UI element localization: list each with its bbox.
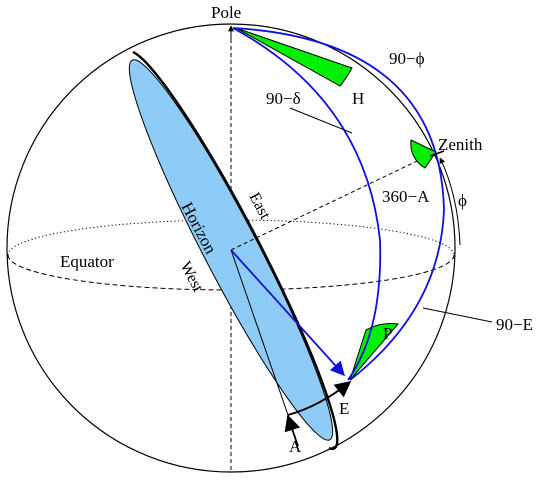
- label-coelevation: 90−E: [496, 315, 533, 334]
- celestial-sphere-outline: [6, 23, 456, 473]
- label-zenith: Zenith: [438, 135, 483, 154]
- hour-circle: [232, 27, 382, 381]
- zenith-radius-dashed: [230, 151, 437, 251]
- label-azimuth: A: [289, 437, 302, 456]
- label-codeclination: 90−δ: [266, 89, 301, 108]
- label-pole: Pole: [211, 3, 241, 22]
- azimuth-arc: [284, 414, 301, 447]
- leader-codeclination: [289, 107, 353, 134]
- latitude-arc: [439, 157, 461, 246]
- equator-front-arc: [7, 254, 455, 291]
- angle-wedge-parallactic: [349, 323, 399, 381]
- label-parallactic: P: [383, 324, 392, 343]
- elevation-arc: [287, 380, 352, 416]
- angle-wedge-hour-angle: [235, 27, 353, 87]
- meridian-great-circle: [232, 27, 445, 381]
- leader-coelevation: [422, 307, 493, 323]
- label-azimuth-supplement: 360−A: [382, 187, 430, 206]
- star-direction-vector: [230, 249, 345, 377]
- label-hour-angle: H: [352, 89, 364, 108]
- label-equator: Equator: [60, 252, 114, 271]
- label-elevation: E: [339, 399, 349, 418]
- zenith-tick: [429, 150, 445, 157]
- azimuth-radius: [230, 249, 289, 416]
- angle-wedge-azimuth-at-zenith: [410, 139, 437, 169]
- label-east: East: [245, 190, 273, 223]
- label-colatitude: 90−ϕ: [389, 49, 425, 68]
- label-latitude: ϕ: [458, 191, 467, 210]
